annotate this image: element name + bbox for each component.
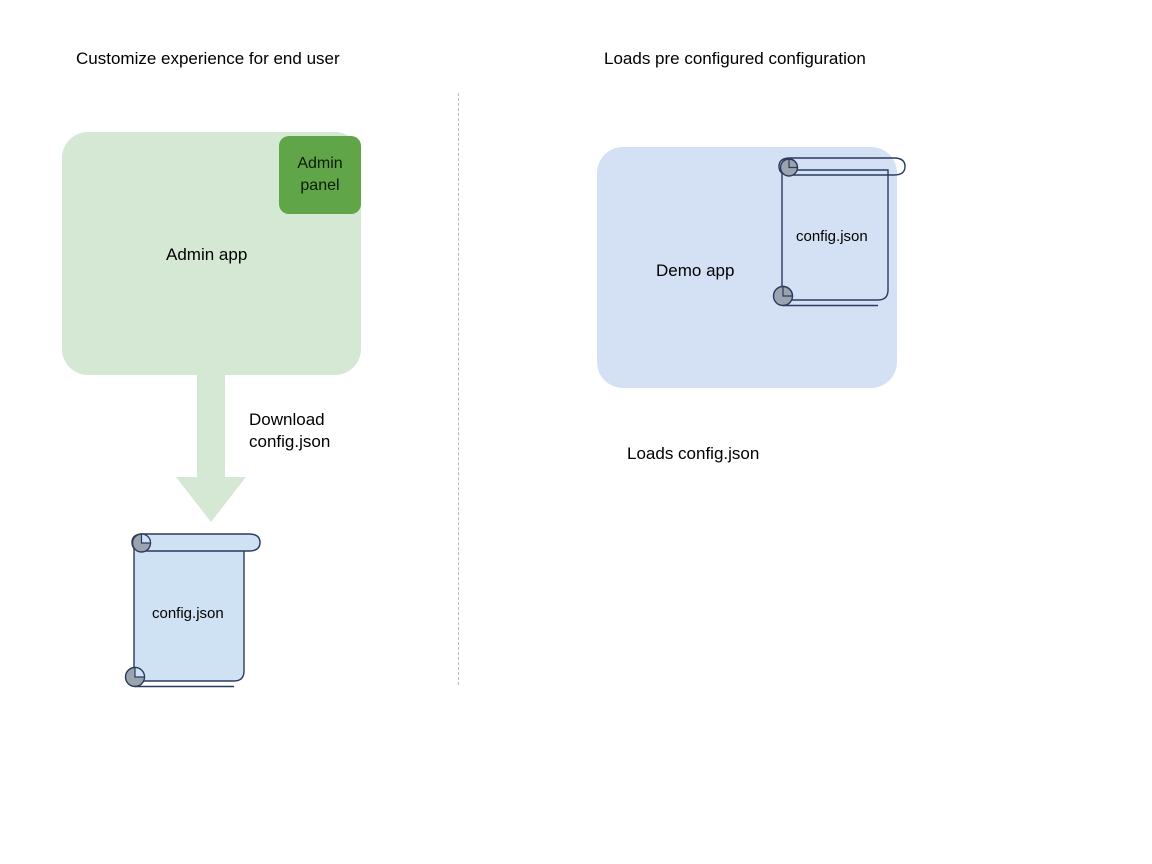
admin-panel-chip-line2: panel bbox=[300, 177, 340, 194]
admin-panel-chip[interactable]: Admin panel bbox=[279, 136, 361, 214]
demo-app-label: Demo app bbox=[656, 261, 735, 280]
loads-config-caption: Loads config.json bbox=[627, 444, 760, 463]
scroll-body-left bbox=[133, 545, 245, 682]
right-panel-heading: Loads pre configured configuration bbox=[604, 49, 866, 68]
left-panel-heading: Customize experience for end user bbox=[76, 49, 340, 68]
scroll-top-roll-left bbox=[131, 533, 261, 552]
scroll-top-curl-highlight-right bbox=[788, 158, 799, 169]
scroll-bottom-curl-highlight-left bbox=[134, 666, 146, 678]
download-arrow-label-line1: Download bbox=[249, 410, 325, 429]
scroll-body-right bbox=[781, 169, 889, 301]
config-json-scroll-left[interactable] bbox=[118, 525, 268, 695]
vertical-dashed-divider bbox=[458, 93, 459, 685]
download-arrow-label: Download config.json bbox=[249, 409, 330, 453]
config-json-label-left: config.json bbox=[152, 605, 224, 622]
scroll-bottom-curl-highlight-right bbox=[782, 285, 794, 297]
download-arrow-shape bbox=[176, 371, 246, 522]
download-arrow-label-line2: config.json bbox=[249, 432, 331, 451]
scroll-top-curl-highlight-left bbox=[140, 533, 152, 544]
scroll-top-roll-right bbox=[778, 157, 906, 176]
demo-app-card[interactable] bbox=[597, 147, 897, 388]
admin-panel-chip-text: Admin panel bbox=[297, 153, 342, 197]
admin-panel-chip-line1: Admin bbox=[297, 155, 343, 172]
download-arrow-icon bbox=[176, 371, 246, 522]
admin-app-label: Admin app bbox=[166, 245, 248, 264]
config-json-label-right: config.json bbox=[796, 228, 868, 245]
config-json-scroll-right[interactable] bbox=[768, 150, 918, 310]
